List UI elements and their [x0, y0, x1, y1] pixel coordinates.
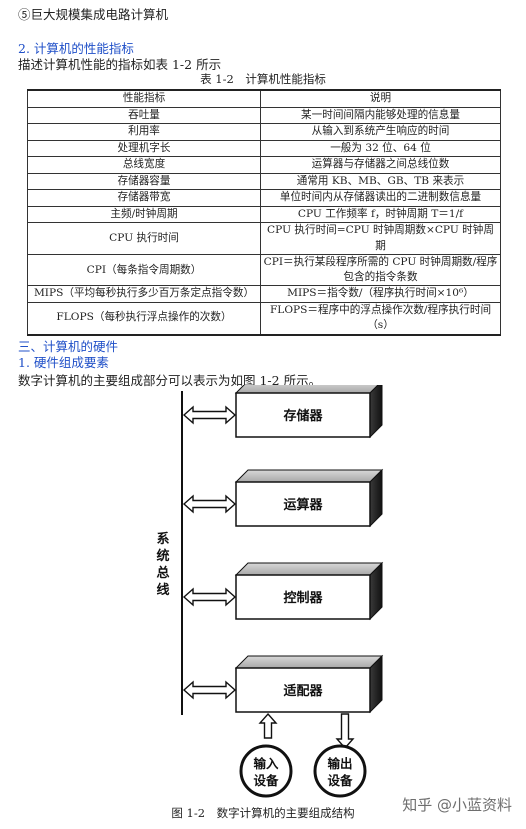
block-label: 存储器 [283, 408, 323, 424]
watermark: 知乎 @小蓝资料 [402, 796, 512, 814]
table-row: CPI（每条指令周期数）CPI＝执行某段程序所需的 CPU 时钟周期数/程序包含… [27, 254, 501, 286]
bus-connection-arrow [182, 680, 237, 700]
table-row: 利用率从输入到系统产生响应的时间 [27, 123, 501, 141]
section-performance-heading: 2. 计算机的性能指标 [18, 41, 134, 56]
table-row: FLOPS（每秒执行浮点操作的次数）FLOPS＝程序中的浮点操作次数/程序执行时… [27, 301, 501, 336]
metric-name-cell: FLOPS（每秒执行浮点操作的次数） [27, 301, 261, 336]
device-label: 设备 [327, 773, 353, 788]
metric-description-cell: 运算器与存储器之间总线位数 [260, 156, 501, 174]
metric-description-cell: CPU 执行时间=CPU 时钟周期数×CPU 时钟周期 [260, 222, 501, 255]
bus-top-gap [178, 387, 186, 391]
block-side-face [369, 385, 383, 439]
table-header-cell: 说明 [260, 89, 501, 108]
block-top-face [234, 655, 384, 669]
bus-connection-arrow [182, 587, 237, 607]
block-front-face [235, 667, 371, 713]
block-front-face [235, 481, 371, 527]
intro-line: ⑤巨大规模集成电路计算机 [18, 7, 169, 22]
metric-name-cell: 处理机字长 [27, 139, 261, 157]
performance-table: 性能指标 说明 吞吐量某一时间间隔内能够处理的信息量利用率从输入到系统产生响应的… [27, 89, 501, 336]
metric-name-cell: 总线宽度 [27, 156, 261, 174]
table-caption: 表 1-2 计算机性能指标 [200, 72, 326, 86]
metric-name-cell: MIPS（平均每秒执行多少百万条定点指令数） [27, 285, 261, 303]
block-front-face [235, 392, 371, 438]
metric-description-cell: CPU 工作频率 f，时钟周期 T＝1/f [260, 205, 501, 223]
device-label: 输出 [327, 756, 352, 771]
section-hardware-heading: 三、计算机的硬件 [18, 339, 119, 354]
output-arrow [335, 713, 355, 750]
metric-description-cell: 某一时间间隔内能够处理的信息量 [260, 106, 501, 124]
input-arrow [258, 712, 278, 739]
table-row: 总线宽度运算器与存储器之间总线位数 [27, 156, 501, 174]
block-label: 运算器 [283, 497, 323, 513]
metric-description-cell: CPI＝执行某段程序所需的 CPU 时钟周期数/程序包含的指令条数 [260, 254, 501, 286]
bus-connection-arrow [182, 494, 237, 514]
bus-connection-arrow [182, 405, 237, 425]
table-row: 存储器容量通常用 KB、MB、GB、TB 来表示 [27, 172, 501, 190]
bus-label-char: 统 [156, 548, 169, 564]
metric-description-cell: MIPS＝指令数/（程序执行时间×10⁶） [260, 285, 501, 303]
table-header-row: 性能指标 说明 [27, 89, 501, 108]
metric-name-cell: CPI（每条指令周期数） [27, 254, 261, 286]
metric-description-cell: 从输入到系统产生响应的时间 [260, 123, 501, 141]
output-device-circle [313, 744, 367, 798]
bus-label-char: 线 [156, 582, 169, 598]
block-label: 控制器 [283, 590, 323, 606]
metric-name-cell: 主频/时钟周期 [27, 205, 261, 223]
table-row: 存储器带宽单位时间内从存储器读出的二进制数信息量 [27, 189, 501, 207]
device-label: 输入 [253, 756, 279, 771]
block-top-face [234, 385, 379, 394]
input-device-circle [239, 744, 293, 798]
table-row: MIPS（平均每秒执行多少百万条定点指令数）MIPS＝指令数/（程序执行时间×1… [27, 285, 501, 303]
metric-name-cell: CPU 执行时间 [27, 222, 261, 255]
metric-name-cell: 利用率 [27, 123, 261, 141]
metric-name-cell: 存储器带宽 [27, 189, 261, 207]
block-top-face [234, 469, 384, 483]
table-row: 处理机字长一般为 32 位、64 位 [27, 139, 501, 157]
metric-description-cell: FLOPS＝程序中的浮点操作次数/程序执行时间（s） [260, 301, 501, 336]
section-hardware-subheading: 1. 硬件组成要素 [18, 355, 109, 370]
metric-description-cell: 一般为 32 位、64 位 [260, 139, 501, 157]
metric-name-cell: 吞吐量 [27, 106, 261, 124]
table-row: 吞吐量某一时间间隔内能够处理的信息量 [27, 106, 501, 124]
bus-label-char: 总 [156, 565, 169, 581]
bus-label-char: 系 [156, 531, 169, 547]
section-performance-description: 描述计算机性能的指标如表 1-2 所示 [18, 57, 222, 72]
block-label: 适配器 [283, 683, 323, 699]
block-top-face [234, 562, 384, 576]
device-label: 设备 [253, 773, 279, 788]
metric-description-cell: 单位时间内从存储器读出的二进制数信息量 [260, 189, 501, 207]
table-header-cell: 性能指标 [27, 89, 261, 108]
figure-caption: 图 1-2 数字计算机的主要组成结构 [171, 806, 355, 820]
metric-description-cell: 通常用 KB、MB、GB、TB 来表示 [260, 172, 501, 190]
metric-name-cell: 存储器容量 [27, 172, 261, 190]
